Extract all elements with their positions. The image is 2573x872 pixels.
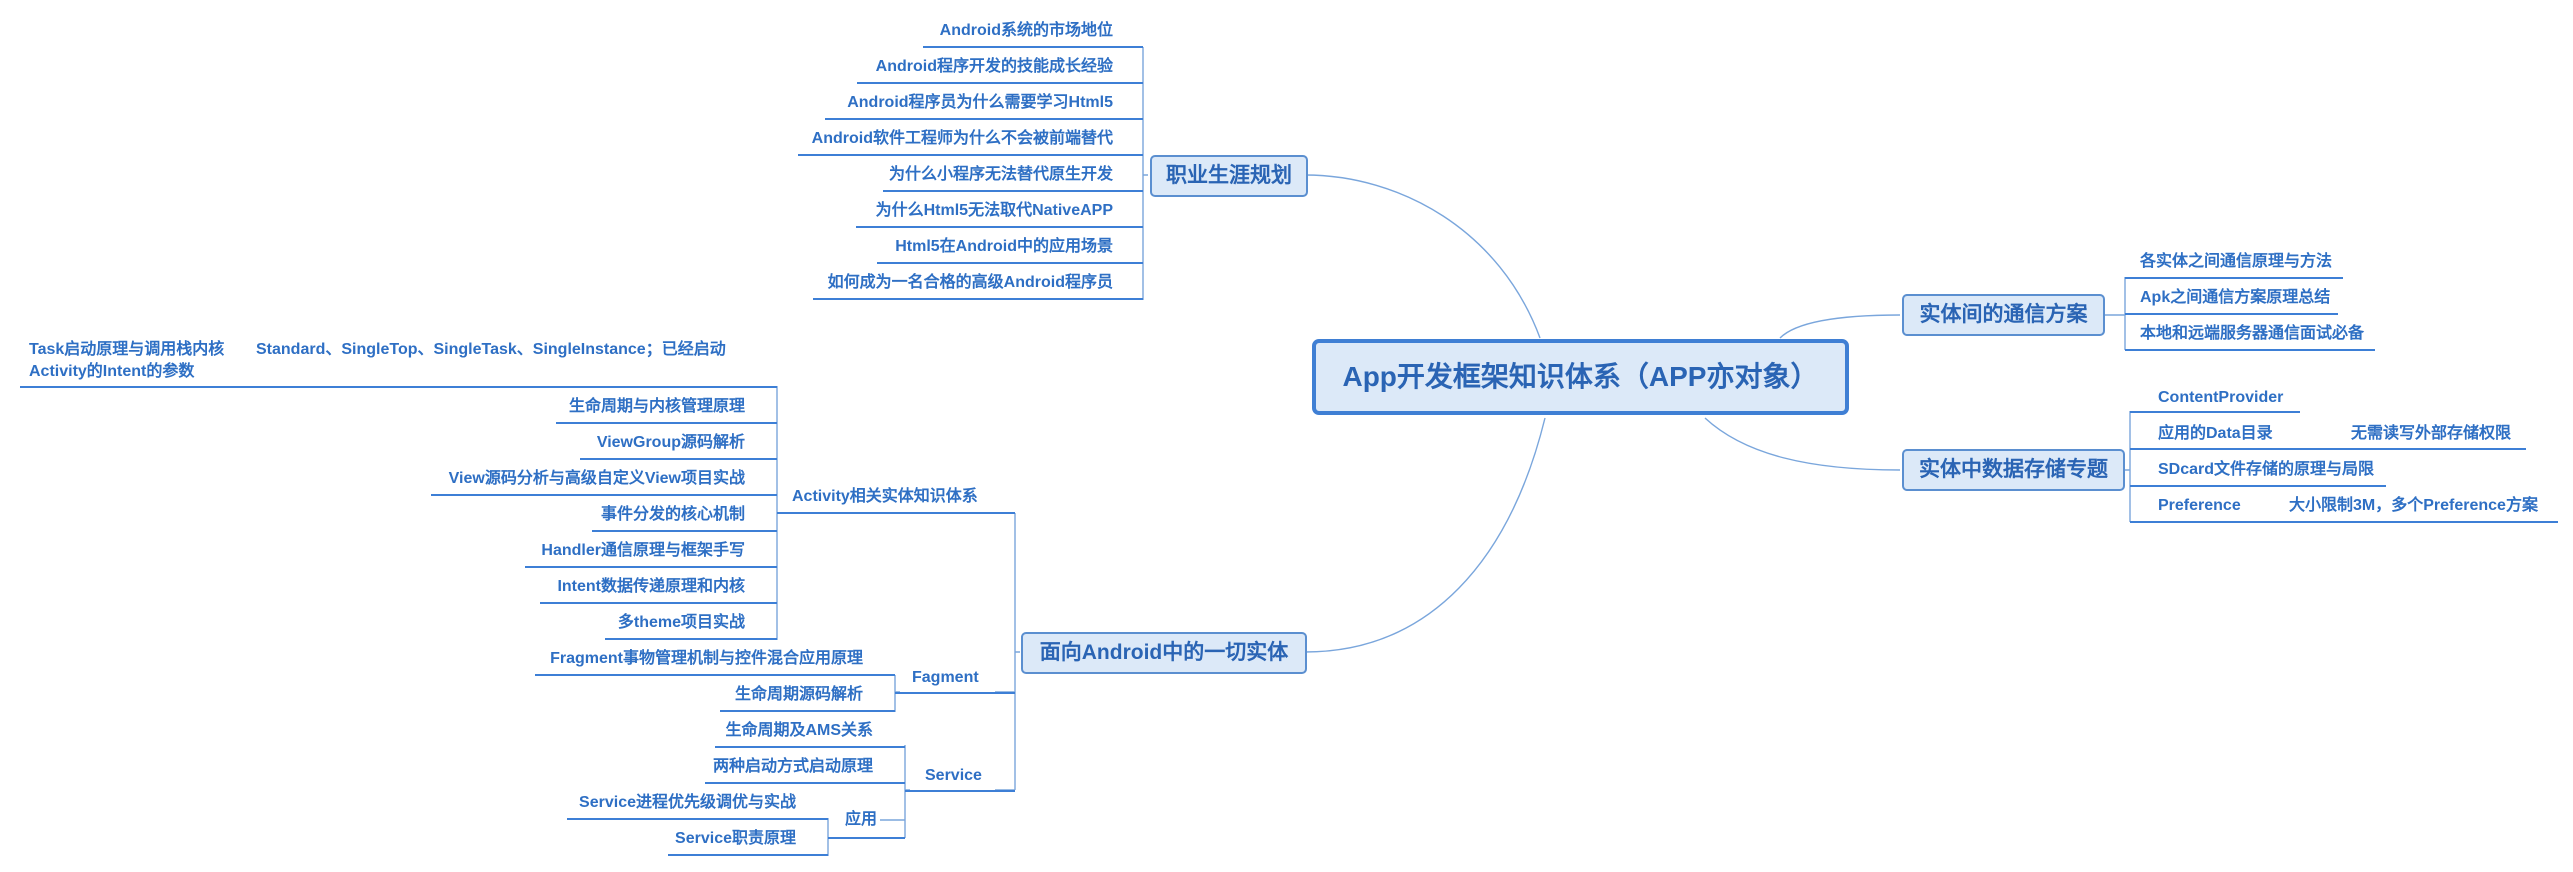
activity-item[interactable]: View源码分析与高级自定义View项目实战 bbox=[448, 470, 745, 487]
topic-entities[interactable]: 面向Android中的一切实体 bbox=[1021, 632, 1307, 674]
underline bbox=[592, 530, 777, 532]
underline bbox=[605, 638, 777, 640]
apply-item[interactable]: Service职责原理 bbox=[675, 830, 796, 847]
service-branch[interactable]: Service bbox=[925, 767, 982, 784]
underline bbox=[923, 46, 1143, 48]
activity-item[interactable]: 事件分发的核心机制 bbox=[600, 506, 745, 523]
underline bbox=[857, 82, 1143, 84]
topic-career[interactable]: 职业生涯规划 bbox=[1150, 155, 1308, 197]
underline bbox=[905, 790, 1015, 792]
underline bbox=[883, 190, 1143, 192]
apply-item[interactable]: Service进程优先级调优与实战 bbox=[579, 794, 796, 811]
underline bbox=[2125, 277, 2343, 279]
underline bbox=[798, 154, 1143, 156]
underline bbox=[705, 782, 905, 784]
underline bbox=[828, 837, 905, 839]
underline bbox=[668, 854, 828, 856]
activity-branch[interactable]: Activity相关实体知识体系 bbox=[792, 488, 978, 505]
underline bbox=[2130, 448, 2526, 450]
topic-comm-label: 实体间的通信方案 bbox=[1919, 303, 2088, 326]
storage-item[interactable]: SDcard文件存储的原理与局限 bbox=[2158, 461, 2375, 478]
career-item[interactable]: Android程序开发的技能成长经验 bbox=[875, 58, 1113, 75]
career-item[interactable]: Android系统的市场地位 bbox=[939, 22, 1113, 39]
underline bbox=[2130, 485, 2386, 487]
underline bbox=[567, 818, 828, 820]
activity-item[interactable]: Handler通信原理与框架手写 bbox=[541, 542, 745, 559]
underline bbox=[556, 422, 777, 424]
underline bbox=[431, 494, 777, 496]
apply-branch[interactable]: 应用 bbox=[845, 811, 878, 828]
topic-entities-label: 面向Android中的一切实体 bbox=[1039, 641, 1289, 664]
comm-item[interactable]: 本地和远端服务器通信面试必备 bbox=[2140, 325, 2365, 342]
career-item[interactable]: Html5在Android中的应用场景 bbox=[895, 238, 1113, 255]
task-item[interactable]: Task启动原理与调用栈内核 Activity的Intent的参数 bbox=[29, 341, 225, 380]
underline bbox=[2130, 411, 2300, 413]
activity-item[interactable]: Intent数据传递原理和内核 bbox=[557, 578, 745, 595]
underline bbox=[720, 710, 895, 712]
service-item[interactable]: 两种启动方式启动原理 bbox=[712, 758, 873, 775]
topic-storage-label: 实体中数据存储专题 bbox=[1919, 458, 2108, 481]
underline bbox=[877, 262, 1143, 264]
fragment-item[interactable]: Fragment事物管理机制与控件混合应用原理 bbox=[550, 650, 863, 667]
career-item[interactable]: Android软件工程师为什么不会被前端替代 bbox=[811, 130, 1113, 147]
underline bbox=[777, 512, 1015, 514]
central-topic[interactable]: App开发框架知识体系（APP亦对象） bbox=[1312, 339, 1849, 415]
underline bbox=[535, 674, 895, 676]
underline bbox=[825, 118, 1143, 120]
career-item[interactable]: 为什么小程序无法替代原生开发 bbox=[888, 166, 1113, 183]
fragment-branch[interactable]: Fagment bbox=[912, 669, 979, 686]
service-item[interactable]: 生命周期及AMS关系 bbox=[725, 722, 873, 739]
underline bbox=[580, 458, 777, 460]
central-topic-label: App开发框架知识体系（APP亦对象） bbox=[1342, 361, 1819, 392]
underline bbox=[2125, 313, 2338, 315]
comm-item[interactable]: 各实体之间通信原理与方法 bbox=[2140, 253, 2333, 270]
task-note[interactable]: Standard、SingleTop、SingleTask、SingleInst… bbox=[256, 341, 726, 358]
activity-item[interactable]: 生命周期与内核管理原理 bbox=[568, 398, 745, 415]
underline bbox=[2125, 349, 2375, 351]
career-item[interactable]: 如何成为一名合格的高级Android程序员 bbox=[827, 274, 1113, 291]
storage-item[interactable]: 应用的Data目录 bbox=[2158, 425, 2273, 442]
career-item[interactable]: Android程序员为什么需要学习Html5 bbox=[847, 94, 1113, 111]
topic-storage[interactable]: 实体中数据存储专题 bbox=[1902, 449, 2125, 491]
underline bbox=[895, 692, 1015, 694]
underline bbox=[2130, 521, 2558, 523]
underline bbox=[715, 746, 905, 748]
storage-note[interactable]: 无需读写外部存储权限 bbox=[2351, 425, 2512, 442]
underline bbox=[540, 602, 777, 604]
fragment-item[interactable]: 生命周期源码解析 bbox=[734, 686, 863, 703]
topic-comm[interactable]: 实体间的通信方案 bbox=[1902, 294, 2105, 336]
comm-item[interactable]: Apk之间通信方案原理总结 bbox=[2140, 289, 2331, 306]
storage-item[interactable]: ContentProvider bbox=[2158, 389, 2284, 406]
storage-note[interactable]: 大小限制3M，多个Preference方案 bbox=[2289, 497, 2538, 514]
activity-item[interactable]: 多theme项目实战 bbox=[617, 614, 745, 631]
underline bbox=[20, 386, 777, 388]
underline bbox=[813, 298, 1143, 300]
underline bbox=[856, 226, 1143, 228]
topic-career-label: 职业生涯规划 bbox=[1166, 164, 1292, 187]
activity-item[interactable]: ViewGroup源码解析 bbox=[596, 434, 745, 451]
storage-item[interactable]: Preference bbox=[2158, 497, 2241, 514]
career-item[interactable]: 为什么Html5无法取代NativeAPP bbox=[875, 202, 1113, 219]
underline bbox=[525, 566, 777, 568]
